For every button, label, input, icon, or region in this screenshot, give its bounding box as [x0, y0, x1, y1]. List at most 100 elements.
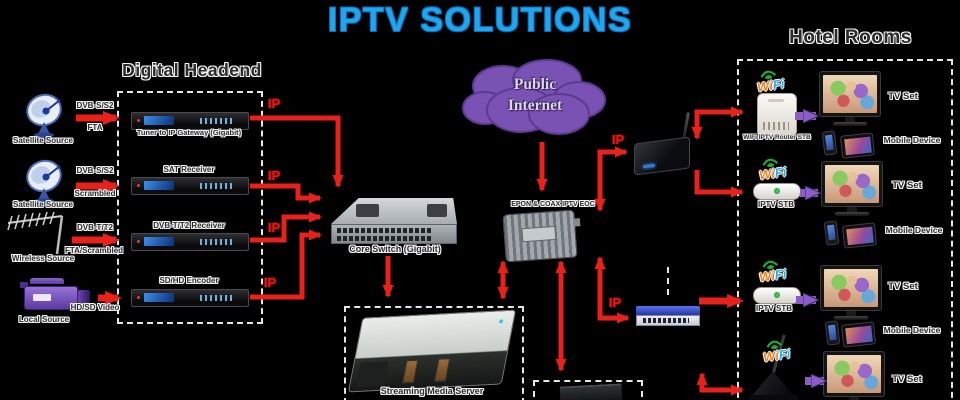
- smartphone-icon: [824, 320, 841, 346]
- tablet-icon: [839, 132, 876, 159]
- sat-receiver-device: [131, 177, 249, 195]
- digital-headend-title: Digital Headend: [122, 60, 262, 80]
- ip-label: IP: [267, 220, 281, 235]
- wifi-logo: WiFi: [752, 333, 800, 368]
- tv-stand-base: [835, 212, 869, 216]
- page-title: IPTV SOLUTIONS: [327, 1, 633, 39]
- access-switch-device: [636, 306, 700, 326]
- tv-set-label: TV Set: [888, 91, 918, 102]
- ip-label: IP: [608, 295, 622, 310]
- wifi-fi-text: Fi: [777, 346, 792, 363]
- tv-stand: [847, 207, 857, 212]
- power-led: [137, 184, 140, 187]
- tv-set-label: TV Set: [892, 180, 922, 191]
- tv-frame: [819, 71, 881, 117]
- public-internet-label: Public Internet: [480, 74, 590, 116]
- camera-viewfinder: [20, 282, 28, 288]
- link-label: HD/SD Video: [70, 303, 120, 312]
- link-label: DVB-T/T2: [77, 223, 113, 232]
- device-label: SD/HD Encoder: [159, 276, 219, 285]
- device-label: IPTV STB: [757, 200, 794, 209]
- ip-label: IP: [267, 168, 281, 183]
- link-label: FTA/Scrambled: [64, 246, 124, 255]
- wifi-fi-text: Fi: [771, 76, 786, 93]
- source-label: Satellite Source: [12, 136, 74, 145]
- server-led: [498, 319, 504, 324]
- tv-screen: [824, 269, 878, 307]
- server-drive: [401, 359, 419, 384]
- link-label: DVB-S/S2: [76, 101, 114, 110]
- video-camera-icon: [20, 276, 92, 316]
- wifi-fi-text: Fi: [773, 266, 788, 283]
- tv-set-label: TV Set: [892, 374, 922, 385]
- tv-set-label: TV Set: [888, 281, 918, 292]
- ip-label: IP: [267, 96, 281, 111]
- mobile-device-label: Mobile Device: [883, 135, 941, 145]
- mobile-device-label: Mobile Device: [885, 225, 943, 235]
- mobile-device-label: Mobile Device: [883, 325, 941, 335]
- tv-stand: [845, 117, 855, 122]
- power-led: [137, 240, 140, 243]
- satellite-dish-icon: [26, 159, 62, 204]
- arrow-room4-feed: [696, 372, 744, 396]
- camera-lens: [78, 290, 90, 303]
- divider-dashed-segment: [667, 267, 669, 295]
- switch-top-panel: [331, 198, 457, 224]
- server-drive: [433, 358, 451, 382]
- device-label: DVB-T/T2 Receiver: [153, 221, 225, 230]
- server-panel: [355, 361, 389, 388]
- management-box: [533, 380, 643, 400]
- wifi-logo: WiFi: [748, 253, 796, 288]
- access-switch-top: [636, 306, 700, 315]
- eoc-label: EPON & COAX IPTV EOC: [511, 201, 595, 208]
- tv-set: [820, 265, 882, 320]
- eoc-master-device: [502, 209, 578, 263]
- power-led: [137, 296, 140, 299]
- tv-stand-base: [834, 316, 868, 320]
- tv-set: [823, 351, 885, 400]
- tuner-ip-gateway-device: [131, 112, 249, 130]
- camera-handle: [30, 278, 64, 284]
- streaming-server-label: Streaming Media Server: [380, 386, 484, 396]
- tablet-icon: [840, 321, 877, 348]
- tv-set: [821, 161, 883, 216]
- tv-frame: [823, 351, 885, 397]
- switch-port-panel: [331, 224, 457, 244]
- link-label: Scrambled: [74, 189, 116, 198]
- access-switch-ports: [636, 315, 700, 326]
- tv-stand: [849, 397, 859, 400]
- source-label: Local Source: [18, 315, 70, 324]
- camera-body: [24, 286, 78, 310]
- source-label: Wireless Source: [11, 254, 75, 263]
- wifi-router-stb-device: [757, 93, 797, 135]
- management-console-device: [559, 383, 623, 400]
- ip-label: IP: [263, 275, 277, 290]
- ip-label: IP: [611, 132, 625, 147]
- streaming-server-box: [344, 306, 524, 400]
- sd-hd-encoder-device: [131, 289, 249, 307]
- tv-stand-base: [833, 122, 867, 126]
- hotel-rooms-box: [737, 59, 953, 400]
- tv-set: [819, 71, 881, 126]
- iptv-stb-device: [753, 287, 801, 304]
- link-label: FTA: [87, 123, 103, 132]
- arrow-gateway-room2: [694, 170, 744, 198]
- wireless-stb-base: [748, 395, 798, 400]
- core-switch-device: [331, 198, 457, 244]
- tv-screen: [823, 75, 877, 113]
- hotel-rooms-title: Hotel Rooms: [789, 27, 912, 48]
- tv-frame: [821, 161, 883, 207]
- device-label: Tuner to IP Gateway (Gigabit): [136, 128, 242, 137]
- iptv-stb-device: [753, 183, 801, 200]
- device-label: WiFi IPTV Router STB: [743, 134, 811, 141]
- tv-stand: [846, 311, 856, 316]
- device-label: SAT Receiver: [163, 165, 215, 174]
- smartphone-icon: [823, 220, 840, 246]
- streaming-media-server-device: [347, 309, 517, 393]
- wifi-logo: WiFi: [746, 63, 794, 98]
- cloud-line1: Public: [513, 76, 557, 93]
- dvb-t2-receiver-device: [131, 233, 249, 251]
- core-switch-label: Core Switch (Gigabit): [349, 244, 441, 254]
- link-label: DVB-S/S2: [76, 166, 114, 175]
